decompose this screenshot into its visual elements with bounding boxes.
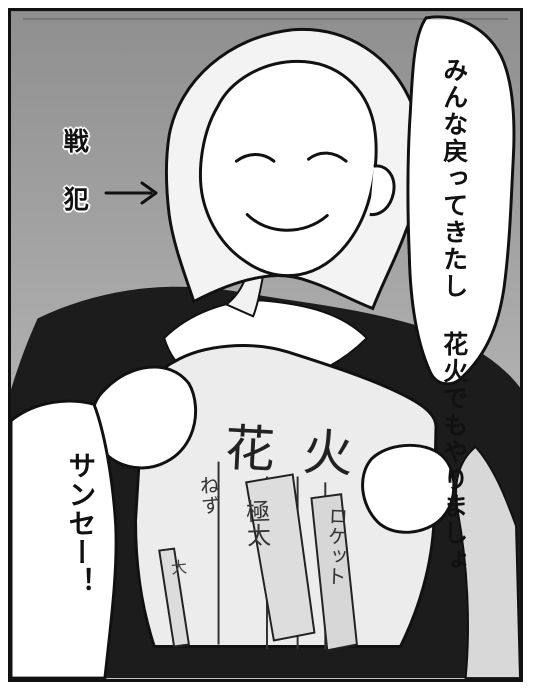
- face: [199, 59, 378, 278]
- fireworks-pack-note-1: ねず: [195, 474, 223, 516]
- speech-bubble-1-text: みんな戻ってきたし 花火でもやりましょ: [439, 57, 469, 574]
- right-eye: [307, 151, 348, 163]
- sfx-label: 戦 犯: [60, 128, 90, 213]
- speech-bubble-1-shape: [406, 15, 516, 386]
- speech-bubble-2-shape: [11, 399, 118, 679]
- fireworks-pack-note-2: 極太: [241, 498, 271, 548]
- right-hand: [361, 443, 456, 534]
- fireworks-pack-title: 花火: [223, 418, 383, 486]
- speech-bubble-2-text: サンセー！: [64, 451, 98, 596]
- panel-artwork: [11, 11, 520, 679]
- firework-stick-2: [245, 473, 316, 642]
- left-eye: [234, 153, 276, 163]
- right-arrow-icon: [104, 181, 158, 205]
- fireworks-pack-note-3: 大: [167, 558, 188, 576]
- manga-panel: みんな戻ってきたし 花火でもやりましょ 戦 犯 サンセー！ 花火 ねず 極太 大…: [8, 8, 523, 682]
- ear: [369, 164, 396, 217]
- fireworks-pack-note-4: ロケット: [322, 505, 350, 587]
- smile: [245, 213, 329, 232]
- firework-stick-1: [158, 547, 191, 648]
- firework-stick-3: [310, 493, 358, 652]
- right-arm-sleeve: [455, 445, 520, 679]
